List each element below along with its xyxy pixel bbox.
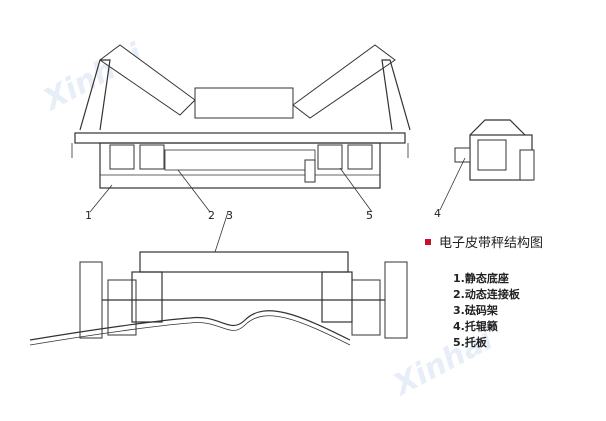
legend-item: 2.动态连接板 — [453, 288, 520, 301]
legend-item: 3.砝码架 — [453, 304, 498, 317]
plan-view — [29, 251, 408, 346]
legend-item: 1.静态底座 — [453, 272, 509, 285]
legend-title: 电子皮带秤结构图 — [439, 236, 544, 251]
legend-item: 5.托板 — [453, 336, 487, 349]
leader-lines — [89, 157, 466, 253]
callout-4: 4 — [434, 207, 441, 220]
legend-item: 4.托辊籁 — [453, 320, 498, 333]
idler-roller-right — [292, 44, 396, 119]
legend-list: 1.静态底座 2.动态连接板 3.砝码架 4.托辊籁 5.托板 — [453, 271, 543, 351]
callout-5: 5 — [366, 209, 373, 222]
callout-1: 1 — [85, 209, 92, 222]
callout-2: 2 — [208, 209, 215, 222]
front-view — [71, 44, 411, 189]
idler-roller-center — [194, 87, 294, 119]
callout-3: 3 — [226, 209, 233, 222]
side-view — [454, 119, 535, 181]
bullet-square-icon — [425, 238, 431, 245]
idler-roller-left — [99, 44, 196, 116]
legend: 电子皮带秤结构图 1.静态底座 2.动态连接板 3.砝码架 4.托辊籁 5.托板 — [425, 232, 543, 351]
